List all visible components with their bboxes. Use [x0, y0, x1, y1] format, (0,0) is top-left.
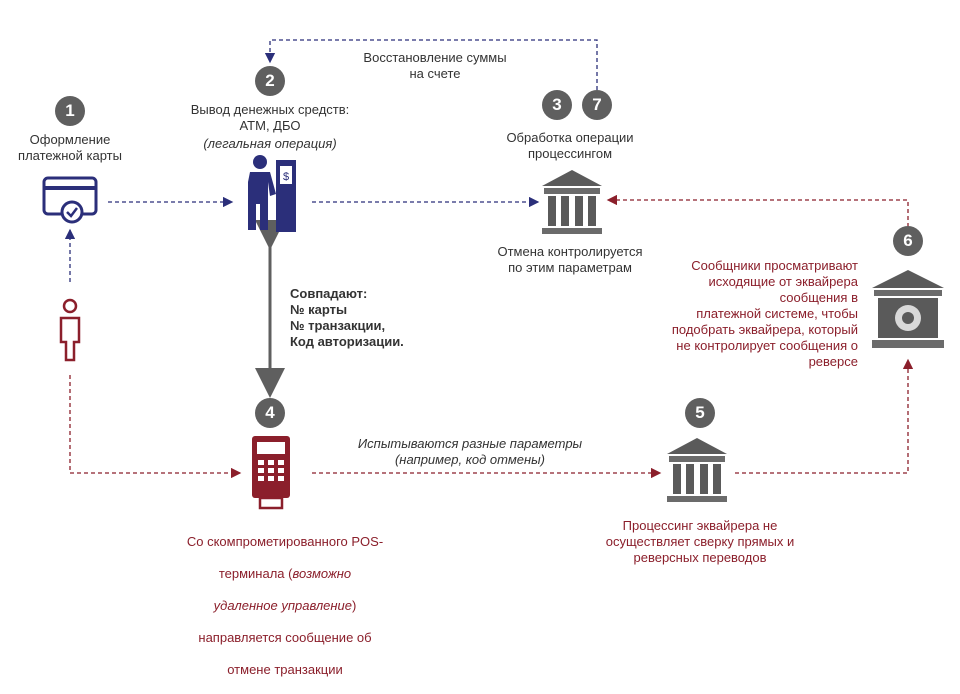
- acquirer-bank-icon: [667, 438, 727, 502]
- restore-arrow: [264, 39, 598, 90]
- pos-line-4: направляется сообщение об: [198, 630, 372, 645]
- card-issue-label: Оформление платежной карты: [18, 132, 122, 163]
- processing-bank-icon: [542, 170, 602, 234]
- accomplices-label: Сообщники просматривают исходящие от экв…: [671, 258, 858, 369]
- bank-gear-icon: [872, 270, 944, 348]
- tested-params-label: Испытываются разные параметры (например,…: [357, 436, 583, 467]
- credit-card-icon: [42, 176, 98, 224]
- pos-line-2b: возможно: [292, 566, 352, 581]
- acquirer-label: Процессинг эквайрера не осуществляет све…: [605, 518, 795, 565]
- withdraw-label: Вывод денежных средств: АТМ, ДБО: [190, 102, 350, 133]
- legal-operation-note: (легальная операция): [203, 136, 337, 151]
- pos-line-3a: удаленное управление: [213, 598, 352, 613]
- atm-user-icon: $: [248, 155, 296, 232]
- restore-label: Восстановление суммы на счете: [363, 50, 507, 81]
- pos-message-label: Со скомпрометированного POS- терминала (…: [160, 518, 410, 694]
- person-to-pos-arrow: [69, 375, 242, 479]
- person-icon: [59, 298, 81, 362]
- step-badge-2: 2: [255, 66, 285, 96]
- step-badge-6: 6: [893, 226, 923, 256]
- acquirer-to-system-arrow: [735, 358, 914, 474]
- pos-terminal-icon: [252, 436, 290, 510]
- step-badge-1: 1: [55, 96, 85, 126]
- diagram-canvas: $: [42, 39, 944, 510]
- processing-label: Обработка операции процессингом: [506, 130, 634, 161]
- svg-text:$: $: [283, 171, 289, 183]
- pos-line-2: терминала (возможно: [160, 566, 410, 582]
- step-badge-5: 5: [685, 398, 715, 428]
- step-badge-3: 3: [542, 90, 572, 120]
- pos-line-5: отмене транзакции: [227, 662, 343, 677]
- pos-line-2a: терминала (: [218, 566, 293, 581]
- match-fields-label: Совпадают: № карты № транзакции, Код авт…: [290, 286, 404, 349]
- pos-line-1: Со скомпрометированного POS-: [186, 534, 384, 549]
- step-badge-4: 4: [255, 398, 285, 428]
- pos-line-3: удаленное управление): [160, 598, 410, 614]
- system-to-processing-arrow: [606, 194, 909, 255]
- cancel-control-label: Отмена контролируется по этим параметрам: [497, 244, 643, 275]
- pos-line-3b: ): [352, 598, 357, 613]
- step-badge-7: 7: [582, 90, 612, 120]
